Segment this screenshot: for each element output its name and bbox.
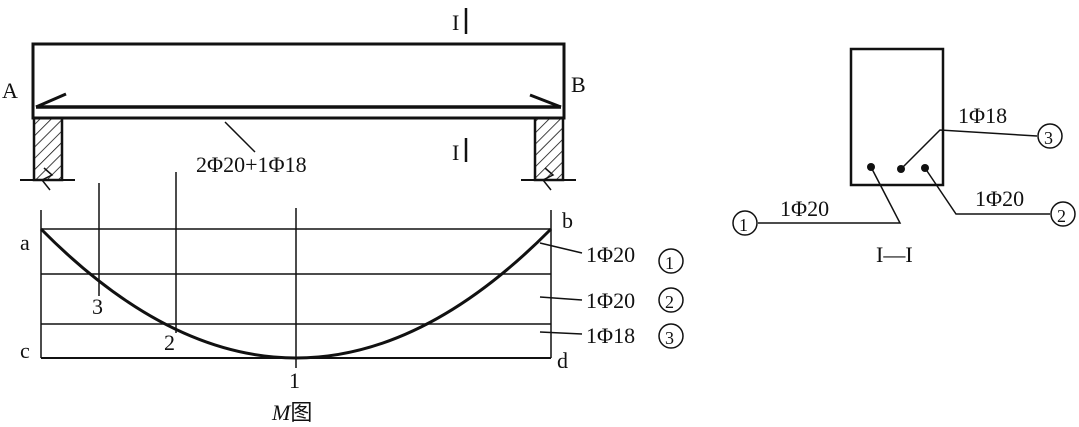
rebar-hook-left <box>35 92 67 109</box>
bar3-circle-number: 3 <box>665 328 674 348</box>
corner-b-label: b <box>562 208 573 233</box>
section-label-right: 1Φ20 <box>975 186 1024 211</box>
bar1-leader <box>539 242 583 254</box>
section-circle-right <box>1050 201 1076 227</box>
bar3-circle <box>658 323 684 349</box>
cross-section: 1Φ18 3 1Φ20 1 1Φ20 2 I—I <box>732 47 1076 267</box>
bar2-label: 1Φ20 <box>586 288 635 313</box>
beam-body <box>31 42 566 120</box>
section-leader-right <box>924 167 1050 215</box>
rebar-callout-label: 2Φ20+1Φ18 <box>196 152 307 177</box>
point-1-label: 1 <box>289 368 300 393</box>
moment-curve <box>39 227 553 360</box>
moment-caption: M图 <box>271 400 312 425</box>
bar2-leader <box>539 296 583 301</box>
bar1-circle-number: 1 <box>665 253 674 273</box>
support-left <box>20 116 75 191</box>
point-3-label: 3 <box>92 294 103 319</box>
section-circle-left-number: 1 <box>739 215 748 235</box>
section-circle-right-number: 2 <box>1057 206 1066 226</box>
section-leader-top <box>900 129 1038 170</box>
moment-diagram: a b c d 3 2 1 1Φ20 1 1Φ20 2 1Φ18 3 M图 <box>20 172 684 425</box>
support-right <box>521 116 576 191</box>
section-mark-bottom: I <box>452 140 459 165</box>
support-b-label: B <box>571 72 586 97</box>
point-2-label: 2 <box>164 330 175 355</box>
caption-rest: 图 <box>290 400 312 425</box>
bar3-label: 1Φ18 <box>586 323 635 348</box>
section-label-top: 1Φ18 <box>958 103 1007 128</box>
section-mark-top: I <box>452 10 459 35</box>
section-circle-top-number: 3 <box>1044 128 1053 148</box>
bar1-label: 1Φ20 <box>586 242 635 267</box>
beam-elevation: A B I I 2Φ20+1Φ18 <box>2 8 586 191</box>
rebar-callout-leader <box>224 121 256 153</box>
bar2-circle <box>658 287 684 313</box>
section-title: I—I <box>876 242 913 267</box>
rebar-hook-right <box>529 93 562 109</box>
section-circle-top <box>1037 123 1063 149</box>
support-a-label: A <box>2 78 18 103</box>
section-label-left: 1Φ20 <box>780 196 829 221</box>
corner-c-label: c <box>20 338 30 363</box>
bar1-circle <box>658 248 684 274</box>
bar2-circle-number: 2 <box>665 292 674 312</box>
corner-d-label: d <box>557 348 568 373</box>
caption-m: M <box>271 400 292 425</box>
section-outline <box>849 47 945 187</box>
bar3-leader <box>539 331 583 335</box>
section-leader-left <box>758 166 902 224</box>
section-circle-left <box>732 210 758 236</box>
corner-a-label: a <box>20 230 30 255</box>
